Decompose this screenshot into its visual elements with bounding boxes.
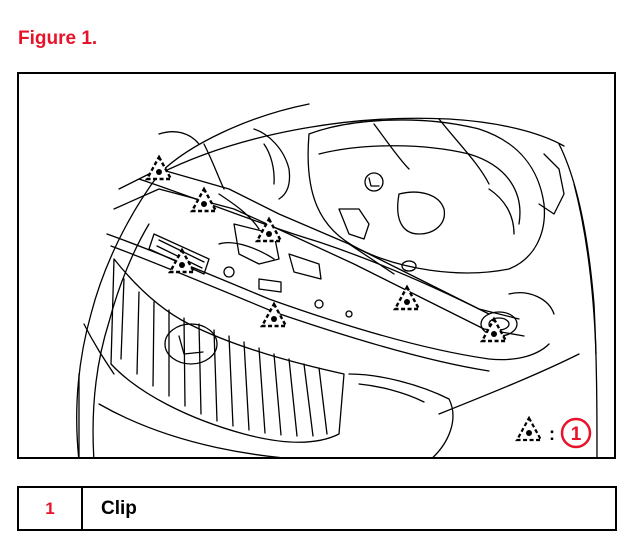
callout-number: 1: [571, 424, 582, 445]
figure-title: Figure 1.: [18, 28, 98, 49]
clip-marker-icon: [259, 301, 289, 328]
clip-marker-icon: [189, 186, 219, 213]
figure-frame: : 1: [17, 72, 616, 459]
clip-marker-icon: [479, 316, 509, 343]
engine-bay-illustration: : 1: [76, 103, 598, 457]
legend-row-number: 1: [19, 488, 83, 529]
clip-markers: [144, 154, 509, 343]
clip-marker-icon: [167, 247, 197, 274]
clip-marker-icon: [392, 284, 422, 311]
callout-separator: :: [549, 424, 555, 444]
clip-marker-icon: [144, 154, 174, 181]
clip-marker-icon: [515, 415, 543, 442]
legend-table: 1 Clip: [17, 486, 617, 531]
clip-callout: : 1: [515, 415, 592, 449]
legend-row-label: Clip: [101, 497, 137, 519]
clip-marker-icon: [254, 216, 284, 243]
numbered-callout-icon: 1: [560, 417, 592, 449]
